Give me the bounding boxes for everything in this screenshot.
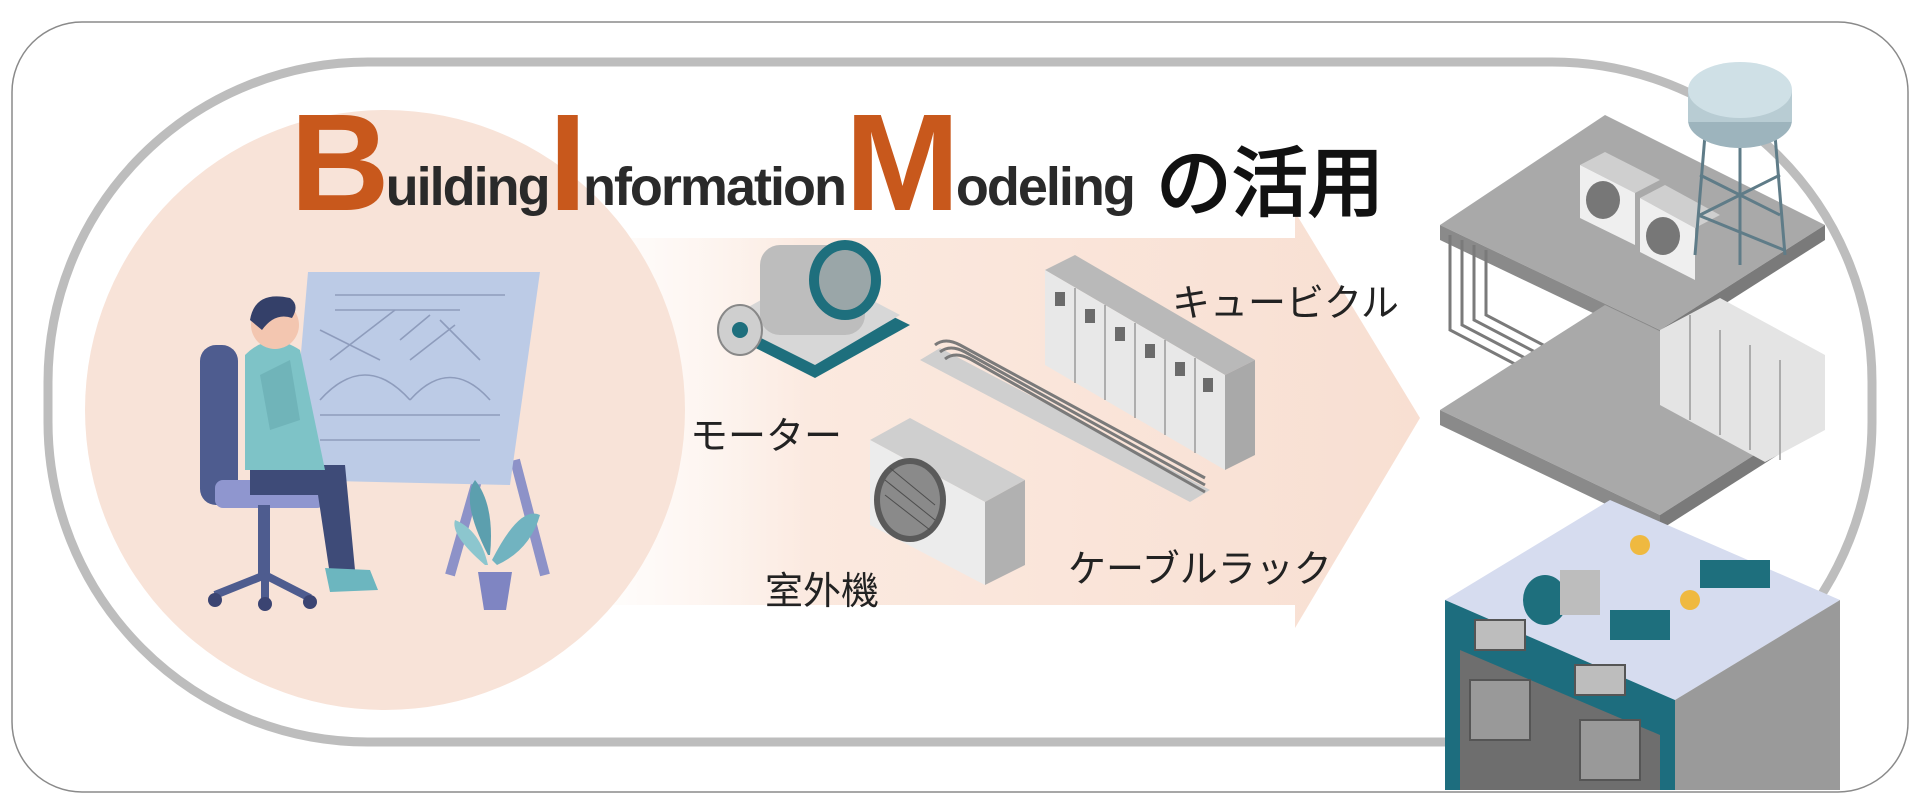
stadium-outline [43,57,1877,747]
page-title: B uilding I nformation M odeling の活用 [290,92,1384,232]
cubicle-panels [1045,255,1255,470]
label-outdoor-unit: 室外機 [765,569,880,613]
outdoor-unit [870,418,1025,585]
label-motor: モーター [690,414,843,458]
label-cubicle: キュービクル [1172,281,1399,325]
motor-equipment [717,240,910,378]
cable-rack [920,339,1210,502]
potted-plant [454,480,540,610]
title-initial-i: I [548,86,587,240]
designer-person [200,296,378,611]
title-japanese-suffix: の活用 [1155,139,1384,228]
drafting-board [290,272,550,577]
label-cable-rack: ケーブルラック [1068,547,1332,591]
title-initial-b: B [290,86,390,240]
title-word-building: uilding [385,157,551,217]
title-word-information: nformation [582,157,847,217]
building-cutaway [1440,62,1840,790]
title-word-modeling: odeling [955,157,1136,217]
title-initial-m: M [844,86,960,240]
